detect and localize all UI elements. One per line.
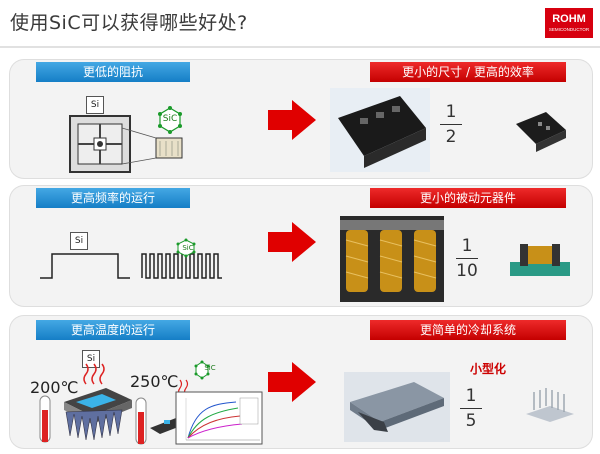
si-temperature: 200℃ (30, 378, 79, 397)
small-heatsink-photo (526, 388, 574, 422)
title-divider (0, 46, 600, 48)
fraction-tenth: 1 10 (456, 236, 478, 281)
page-title: 使用SiC可以获得哪些好处? (10, 12, 248, 34)
si-chip-badge: Si (70, 232, 88, 250)
label-smaller-passives: 更小的被动元器件 (370, 188, 566, 208)
fraction-denominator: 10 (456, 261, 478, 281)
arrow-right-icon (268, 222, 316, 262)
label-low-resistance: 更低的阻抗 (36, 62, 190, 82)
resistance-chip-diagram (69, 106, 183, 173)
si-chip-badge: Si (82, 350, 100, 368)
switching-waveform-diagram (40, 238, 222, 279)
sic-chip-badge: SiC (204, 364, 216, 372)
logo-brand: ROHM (552, 13, 586, 25)
logo-sub: SEMICONDUCTOR (548, 27, 590, 32)
large-heatsink-photo (344, 372, 450, 442)
label-high-frequency: 更高频率的运行 (36, 188, 190, 208)
fraction-denominator: 5 (465, 411, 477, 431)
miniaturization-note: 小型化 (470, 362, 507, 376)
heatsink-thermal-diagram (39, 360, 263, 445)
sic-temperature: 250℃ (130, 372, 179, 391)
si-chip-badge: Si (86, 96, 104, 114)
label-smaller-size: 更小的尺寸 / 更高的效率 (370, 62, 566, 82)
rohm-logo: ROHM SEMICONDUCTOR (545, 8, 593, 38)
label-high-temperature: 更高温度的运行 (36, 320, 190, 340)
label-simpler-cooling: 更简单的冷却系统 (370, 320, 566, 340)
sic-chip-badge: SiC (182, 244, 194, 252)
small-inductor-photo (510, 244, 570, 276)
fraction-numerator: 1 (445, 102, 457, 122)
small-module-photo (516, 112, 566, 152)
fraction-denominator: 2 (445, 127, 457, 147)
arrow-right-icon (268, 362, 316, 402)
fraction-half: 1 2 (440, 102, 462, 147)
arrow-right-icon (268, 100, 316, 140)
large-inductors-photo (340, 216, 444, 302)
fraction-numerator: 1 (465, 386, 477, 406)
large-module-photo (330, 88, 430, 172)
fraction-fifth: 1 5 (460, 386, 482, 431)
sic-chip-badge: SiC (162, 114, 178, 124)
fraction-numerator: 1 (461, 236, 473, 256)
